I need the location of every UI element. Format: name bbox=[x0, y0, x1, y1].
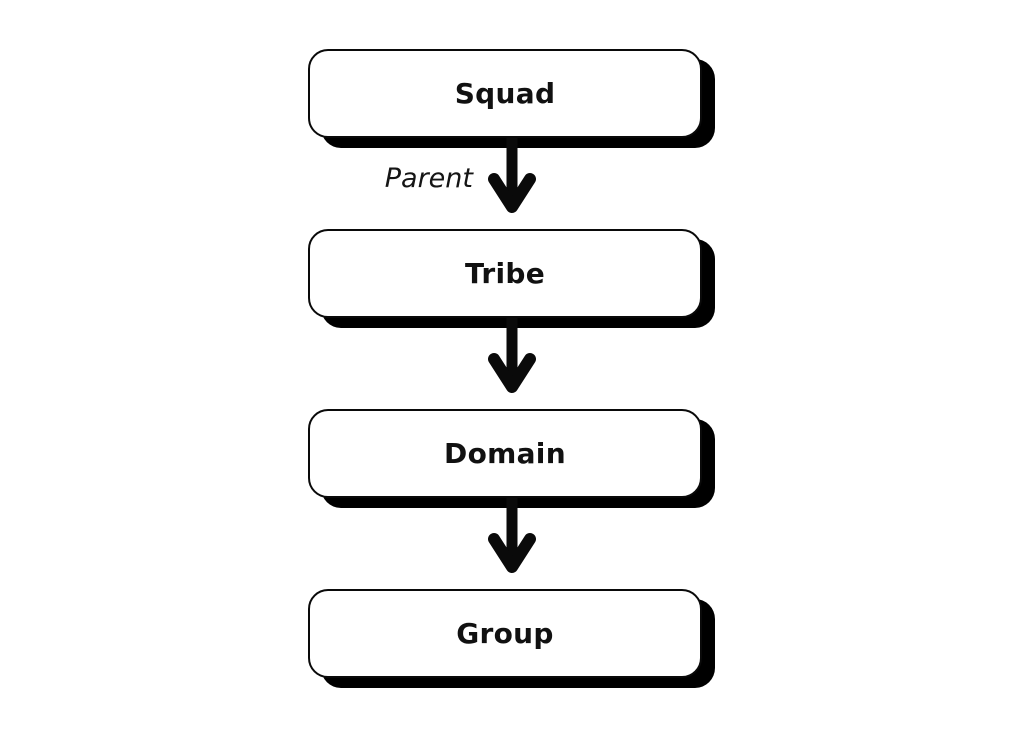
node-tribe: Tribe bbox=[308, 229, 702, 318]
edge-tribe-domain bbox=[308, 318, 702, 409]
node-squad-label: Squad bbox=[454, 77, 556, 110]
edge-squad-tribe: Parent bbox=[308, 138, 702, 229]
node-squad: Squad bbox=[308, 49, 702, 138]
down-arrow-icon bbox=[488, 318, 536, 393]
node-group-label: Group bbox=[456, 617, 554, 650]
edge-parent-label: Parent bbox=[384, 163, 473, 194]
node-domain-label: Domain bbox=[444, 437, 566, 470]
edge-domain-group bbox=[308, 498, 702, 589]
down-arrow-icon bbox=[488, 498, 536, 573]
node-group: Group bbox=[308, 589, 702, 678]
flow-column: Squad Parent Tribe Domain bbox=[308, 49, 702, 678]
node-domain: Domain bbox=[308, 409, 702, 498]
down-arrow-icon bbox=[488, 138, 536, 213]
node-tribe-label: Tribe bbox=[465, 257, 545, 290]
